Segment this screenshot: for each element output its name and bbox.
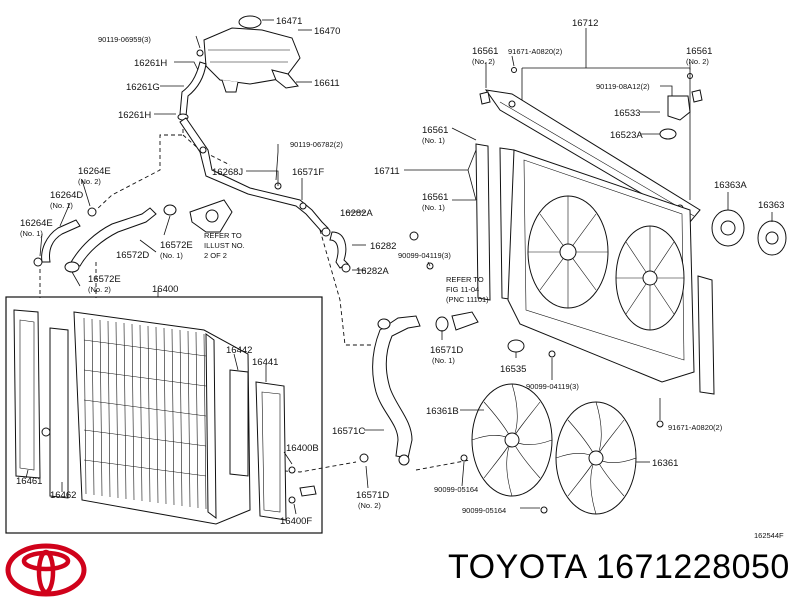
part-label: 16611 [314, 78, 340, 89]
small-hose-drawing [33, 199, 233, 273]
part-label: 16441 [252, 357, 278, 368]
part-label: 16572D [116, 250, 149, 261]
part-labels: 16471 16470 90119-06959(3) 16261H 16261G… [16, 16, 784, 540]
fan-motor-drawing [711, 209, 787, 256]
part-label: 16400 [152, 284, 178, 295]
part-label: 16523A [610, 130, 643, 141]
part-label: 16264E [78, 166, 111, 177]
part-label: 91671-A0820(2) [668, 423, 723, 432]
part-label: (No. 2) [88, 285, 111, 294]
fan-shroud-drawing [507, 149, 695, 383]
note-line: ILLUST NO. [204, 241, 245, 250]
part-caption: TOYOTA 1671228050 [448, 548, 790, 586]
part-label: 16711 [374, 166, 400, 177]
part-label: 16712 [572, 18, 598, 29]
note-line: REFER TO [204, 231, 242, 240]
part-label: (No. 1) [160, 251, 183, 260]
part-label: 16535 [500, 364, 526, 375]
part-label: 16282A [340, 208, 373, 219]
radiator-drawing [13, 309, 317, 525]
part-label: 16363 [758, 200, 784, 211]
radiator-assembly-box [5, 296, 323, 534]
part-label: (No. 1) [20, 229, 43, 238]
part-label: (No. 2) [78, 177, 101, 186]
part-label: 90119-08A12(2) [596, 82, 650, 91]
part-label: 16363A [714, 180, 747, 191]
part-label: (No. 2) [358, 501, 381, 510]
part-label: 16264E [20, 218, 53, 229]
part-label: (No. 1) [422, 203, 445, 212]
part-label: (No. 1) [432, 356, 455, 365]
reference-note-fig: REFER TO FIG 11-04 (PNC 11101) [446, 275, 489, 304]
leader-lines [25, 19, 773, 515]
part-label: 90099-04119(3) [526, 382, 579, 391]
part-label: 16571F [292, 167, 324, 178]
part-label: 16400B [286, 443, 319, 454]
part-label: 16561 [686, 46, 712, 57]
part-label: 16571C [332, 426, 365, 437]
part-label: 90099-04119(3) [398, 251, 451, 260]
part-label: (No. 1) [422, 136, 445, 145]
part-label: 90119-06959(3) [98, 35, 151, 44]
part-label: 16442 [226, 345, 252, 356]
part-label: (No. 2) [472, 57, 495, 66]
part-label: 16461 [16, 476, 42, 487]
part-label: 16561 [422, 192, 448, 203]
toyota-logo-icon [5, 543, 87, 597]
part-label: (No. 2) [686, 57, 709, 66]
part-label: 16571D [356, 490, 389, 501]
part-label: 16572E [160, 240, 193, 251]
brackets-drawing [426, 67, 703, 514]
part-label: 16471 [276, 16, 302, 27]
hose-16282-drawing [321, 227, 351, 273]
part-label: 90099-05164 [462, 506, 506, 515]
part-label: 16561 [422, 125, 448, 136]
note-line: (PNC 11101) [446, 295, 489, 304]
fan-blades-drawing [471, 383, 637, 515]
part-label: 16571D [430, 345, 463, 356]
part-label: 16264D [50, 190, 83, 201]
note-line: REFER TO [446, 275, 484, 284]
note-line: 2 OF 2 [204, 251, 227, 260]
part-label: (No. 1) [50, 201, 73, 210]
part-label: 16261G [126, 82, 160, 93]
part-label: 16462 [50, 490, 76, 501]
part-label: 90119-06782(2) [290, 140, 343, 149]
part-label: 91671-A0820(2) [508, 47, 563, 56]
part-label: 90099-05164 [434, 485, 478, 494]
part-label: 16261H [134, 58, 167, 69]
diagram-reference: 162544F [754, 531, 784, 540]
part-label: 16361B [426, 406, 459, 417]
part-label: 16400F [280, 516, 312, 527]
part-label: 16533 [614, 108, 640, 119]
note-line: FIG 11-04 [446, 285, 479, 294]
part-label: 16282 [370, 241, 396, 252]
part-label: 16282A [356, 266, 389, 277]
part-label: 16561 [472, 46, 498, 57]
part-label: 16268J [212, 167, 243, 178]
reference-note-illust: REFER TO ILLUST NO. 2 OF 2 [204, 231, 245, 260]
part-label: 16361 [652, 458, 678, 469]
reservoir-tank-drawing [196, 15, 301, 93]
reservoir-hose-drawing [177, 61, 207, 121]
lower-hose-drawing [359, 231, 479, 466]
radiator-support-drawing [475, 89, 715, 395]
part-label: 16572E [88, 274, 121, 285]
part-label: 16470 [314, 26, 340, 37]
part-label: 16261H [118, 110, 151, 121]
